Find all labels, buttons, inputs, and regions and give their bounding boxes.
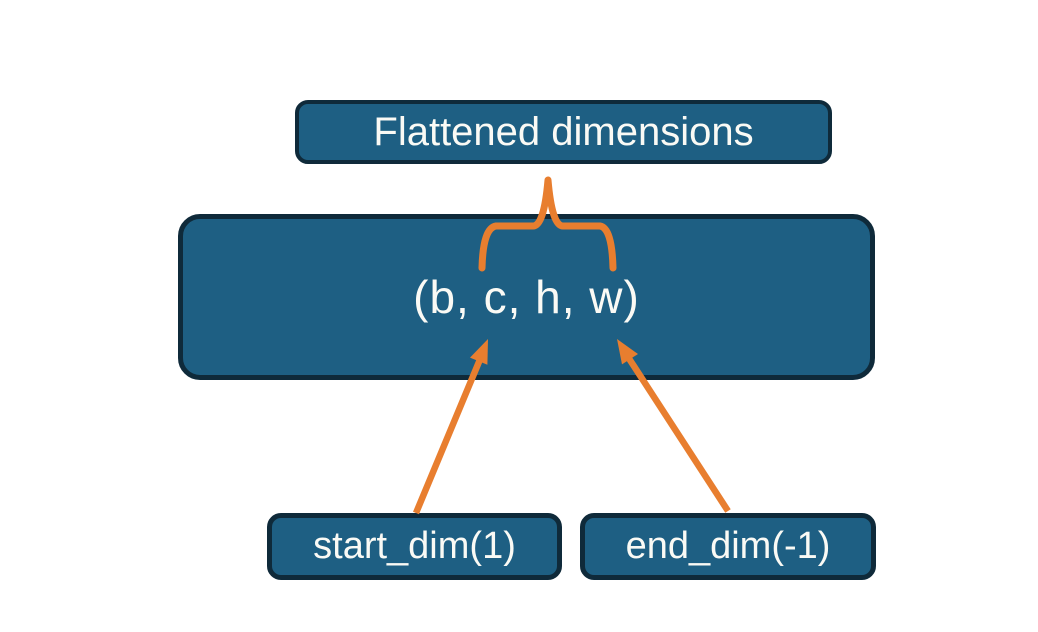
start-dim-box: start_dim(1) xyxy=(267,513,562,580)
start-dim-arrow-line xyxy=(413,355,484,515)
flattened-dimensions-label: Flattened dimensions xyxy=(373,109,754,154)
flattened-dimensions-box: Flattened dimensions xyxy=(295,100,832,164)
end-dim-label: end_dim(-1) xyxy=(625,525,831,567)
start-dim-label: start_dim(1) xyxy=(313,525,516,567)
tensor-shape-label: (b, c, h, w) xyxy=(413,271,640,323)
end-dim-arrow-line xyxy=(625,355,731,513)
end-dim-box: end_dim(-1) xyxy=(580,513,876,580)
tensor-shape-box: (b, c, h, w) xyxy=(178,214,875,380)
